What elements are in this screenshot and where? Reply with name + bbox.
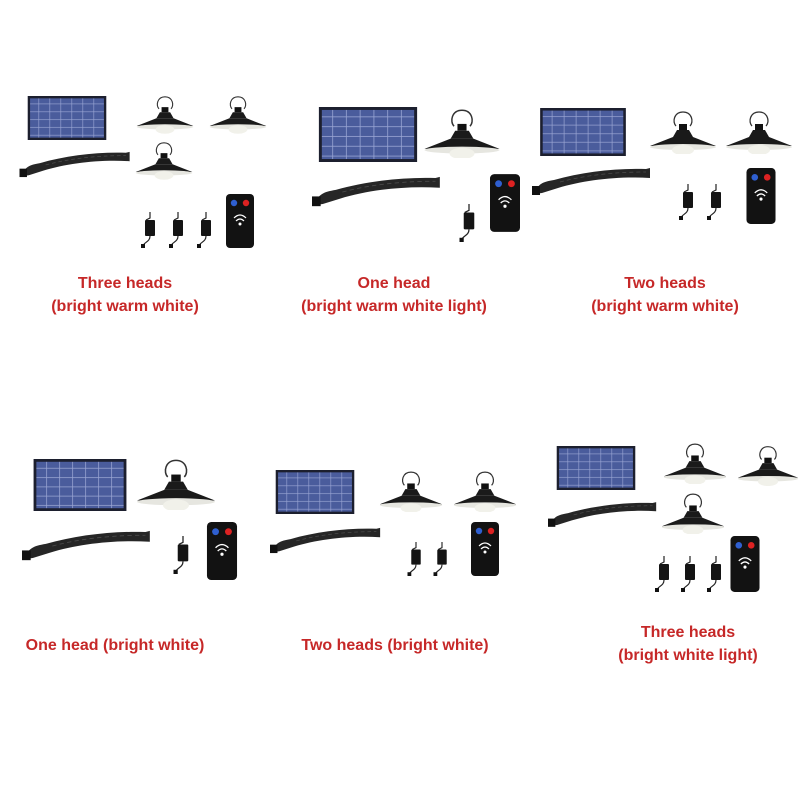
variant-caption: One head (bright white) <box>0 634 230 657</box>
power-adapter-icon <box>680 556 700 592</box>
variant-one-head-warm: One head (bright warm white light) <box>0 0 800 330</box>
variant-caption: Three heads (bright warm white) <box>0 272 250 318</box>
caption-line-1: Three heads <box>640 624 736 641</box>
variant-three-heads-warm: Three heads (bright warm white) <box>0 0 260 330</box>
pendant-lamp-icon <box>662 442 728 484</box>
caption-line-1: Three heads <box>77 275 173 292</box>
variant-caption: Two heads (bright warm white) <box>560 272 770 318</box>
caption-line-1: Two heads <box>624 275 706 292</box>
caption-line-1: One head (bright white) <box>25 637 205 654</box>
mounting-bracket-icon <box>548 500 658 528</box>
power-adapter-icon <box>706 556 726 592</box>
remote-control-icon <box>730 536 760 592</box>
power-adapter-icon <box>654 556 674 592</box>
variant-caption: One head (bright warm white light) <box>284 272 504 318</box>
pendant-lamp-icon <box>660 492 726 534</box>
variant-caption: Three heads (bright white light) <box>580 621 796 667</box>
variant-caption: Two heads (bright white) <box>285 634 505 657</box>
caption-line-1: One head <box>357 275 431 292</box>
caption-line-2: (bright warm white) <box>591 298 739 315</box>
caption-line-2: (bright warm white) <box>51 298 199 315</box>
caption-line-2: (bright warm white light) <box>301 298 487 315</box>
caption-line-2: (bright white light) <box>618 647 758 664</box>
pendant-lamp-icon <box>736 444 800 486</box>
solar-panel-icon <box>556 446 636 490</box>
caption-line-1: Two heads (bright white) <box>301 637 489 654</box>
variant-two-heads-warm: Two heads (bright warm white) <box>0 0 800 330</box>
